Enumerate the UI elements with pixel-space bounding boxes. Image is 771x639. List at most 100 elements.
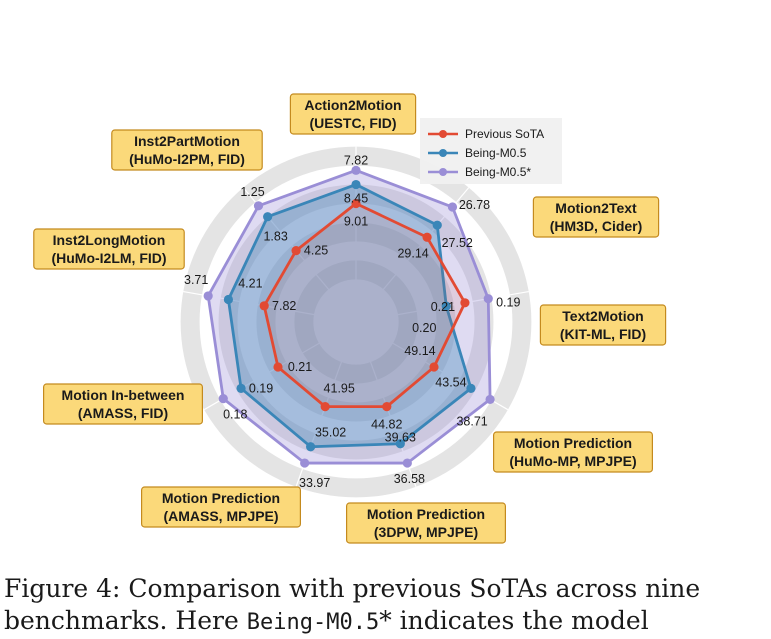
axis-label-box: Motion Prediction (3DPW, MPJPE) — [346, 502, 507, 544]
value-label-series-1: 43.54 — [435, 375, 466, 389]
legend-swatch-marker — [439, 168, 447, 176]
axis-label-background — [532, 196, 660, 238]
value-label-series-2: 36.58 — [394, 472, 425, 486]
caption-line-2-start: benchmarks. Here — [4, 606, 247, 635]
caption-line-1: Figure 4: Comparison with previous SoTAs… — [4, 574, 701, 603]
axis-label-line-1: Motion In-between — [62, 387, 185, 403]
value-label-series-2: 33.97 — [299, 476, 330, 490]
series-0-point — [429, 362, 439, 372]
series-0-point — [351, 198, 361, 209]
axis-label-line-1: Text2Motion — [562, 308, 643, 324]
value-label-series-1: 39.63 — [385, 431, 416, 445]
series-2-point — [203, 291, 213, 301]
axis-label-background — [42, 383, 204, 425]
series-1-point — [263, 212, 273, 222]
series-1-point — [466, 383, 476, 393]
value-label-series-2: 38.71 — [456, 414, 487, 428]
value-label-series-0: 0.21 — [288, 360, 312, 374]
radar-series — [203, 165, 495, 468]
series-area-0 — [262, 202, 467, 409]
value-label-series-0: 29.14 — [397, 246, 428, 260]
axis-label-line-2: (HuMo-I2LM, FID) — [51, 250, 166, 266]
legend-swatch-marker — [439, 130, 447, 138]
axis-label-background — [539, 304, 667, 346]
axis-label-line-1: Action2Motion — [304, 97, 401, 113]
legend-item: Being-M0.5 — [428, 146, 527, 160]
series-0-point — [460, 298, 470, 308]
series-2-point — [447, 202, 458, 212]
radar-axis-labels: Action2Motion (UESTC, FID) Motion2Text(HM3… — [33, 93, 667, 544]
axis-label-box: Motion In-between (AMASS, FID) — [42, 383, 204, 425]
series-area-1 — [227, 183, 473, 449]
series-0-point — [382, 402, 392, 412]
legend-item: Previous SoTA — [428, 127, 544, 141]
axis-label-line-2: (HuMo-I2PM, FID) — [129, 151, 245, 167]
series-1-point — [351, 179, 361, 190]
axis-label-background — [33, 228, 185, 270]
axis-label-background — [111, 129, 263, 171]
axis-label-line-2: (HM3D, Cider) — [550, 218, 643, 234]
series-1-point — [306, 442, 316, 452]
series-1-point — [223, 294, 234, 305]
axis-label-line-2: (HuMo-MP, MPJPE) — [509, 453, 636, 469]
value-label-series-1: 0.19 — [249, 381, 273, 395]
axis-label-background — [289, 93, 417, 135]
axis-label-box: Inst2PartMotion(HuMo-I2PM, FID) — [111, 129, 263, 171]
series-2-point — [485, 394, 495, 405]
legend-label: Being-M0.5 — [465, 146, 527, 160]
legend-label: Previous SoTA — [465, 127, 544, 141]
series-2-point — [483, 294, 493, 304]
axis-label-line-2: (AMASS, MPJPE) — [163, 508, 278, 524]
value-label-series-1: 35.02 — [315, 426, 346, 440]
value-label-series-1: 0.20 — [412, 321, 436, 335]
series-1-point — [395, 439, 405, 449]
legend-swatch-marker — [439, 149, 447, 157]
series-0-point — [320, 402, 330, 412]
axis-label-line-1: Motion Prediction — [162, 490, 280, 506]
series-area-2 — [206, 168, 492, 465]
value-label-series-2: 0.18 — [223, 408, 247, 422]
axis-label-line-2: (3DPW, MPJPE) — [374, 524, 478, 540]
value-label-series-0: 44.82 — [371, 418, 402, 432]
value-label-series-0: 0.21 — [431, 300, 455, 314]
axis-label-background — [346, 502, 507, 544]
series-2-point — [218, 394, 228, 404]
axis-label-line-1: Motion Prediction — [367, 506, 485, 522]
axis-label-box: Motion2Text(HM3D, Cider) — [532, 196, 660, 238]
value-label-series-2: 26.78 — [459, 198, 490, 212]
legend-item: Being-M0.5* — [428, 165, 531, 179]
series-0-point — [259, 301, 269, 311]
axis-label-line-2: (AMASS, FID) — [78, 405, 168, 421]
value-label-series-0: 4.25 — [304, 244, 328, 258]
series-2-point — [351, 165, 361, 175]
series-2-point — [253, 201, 264, 211]
axis-label-line-1: Inst2LongMotion — [53, 232, 166, 248]
axis-label-box: Motion Prediction (HuMo-MP, MPJPE) — [493, 431, 654, 473]
radar-chart: 9.01 29.14 0.21 49.14 44.82 41.95 0.21 7.82 4.25… — [33, 93, 667, 544]
axis-label-box: Action2Motion (UESTC, FID) — [289, 93, 417, 135]
value-label-series-2: 1.25 — [240, 185, 264, 199]
value-label-series-2: 3.71 — [184, 273, 208, 287]
axis-label-line-2: (UESTC, FID) — [309, 115, 396, 131]
value-label-series-0: 7.82 — [272, 299, 296, 313]
value-label-series-0: 41.95 — [324, 382, 355, 396]
figure-caption: Figure 4: Comparison with previous SoTAs… — [4, 573, 771, 639]
axis-label-line-1: Motion Prediction — [514, 435, 632, 451]
radar-value-labels: 9.01 29.14 0.21 49.14 44.82 41.95 0.21 7.82 4.25… — [184, 153, 520, 490]
axis-label-background — [141, 486, 302, 528]
value-label-series-1: 1.83 — [263, 230, 287, 244]
value-label-series-0: 9.01 — [344, 215, 368, 229]
axis-label-background — [493, 431, 654, 473]
caption-model-name: Being-M0.5 — [246, 610, 380, 635]
grid-spoke — [242, 187, 357, 323]
series-1-point — [236, 383, 246, 393]
value-label-series-1: 27.52 — [442, 236, 473, 250]
series-2-point — [402, 458, 412, 468]
value-label-series-2: 0.19 — [496, 296, 520, 310]
series-1-point — [441, 301, 451, 311]
value-label-series-0: 49.14 — [404, 344, 435, 358]
series-2-point — [300, 458, 310, 468]
axis-label-line-2: (KIT-ML, FID) — [560, 326, 646, 342]
series-0-point — [273, 362, 283, 372]
